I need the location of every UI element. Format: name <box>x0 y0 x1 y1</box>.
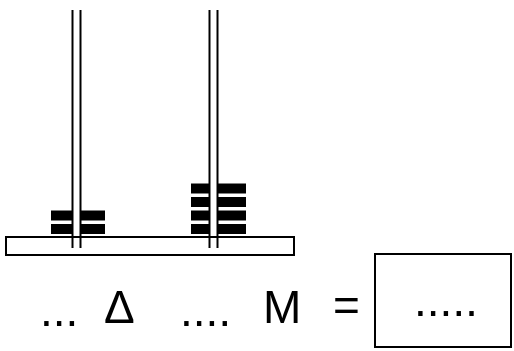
units-rod-gap <box>210 210 217 221</box>
tens-rod <box>71 10 82 248</box>
units-bead <box>191 224 246 234</box>
units-bead <box>191 197 246 207</box>
units-rod <box>208 10 219 248</box>
units-rod-gap <box>210 197 217 207</box>
answer-box[interactable]: ..... <box>374 253 512 348</box>
units-rod-gap <box>210 183 217 194</box>
tens-beads <box>51 210 105 234</box>
symbol-units: M <box>263 281 302 333</box>
units-beads <box>191 183 246 234</box>
units-bead <box>191 183 246 194</box>
blank-tens: ... <box>40 284 79 336</box>
equals-sign: = <box>333 279 360 331</box>
symbol-tens: Δ <box>104 281 135 333</box>
tens-rod-gap <box>73 224 80 234</box>
abacus-base <box>5 236 295 256</box>
answer-placeholder: ..... <box>414 274 478 326</box>
tens-rod-gap <box>73 210 80 221</box>
blank-units: .... <box>180 284 232 336</box>
units-rod-gap <box>210 224 217 234</box>
units-bead <box>191 210 246 221</box>
